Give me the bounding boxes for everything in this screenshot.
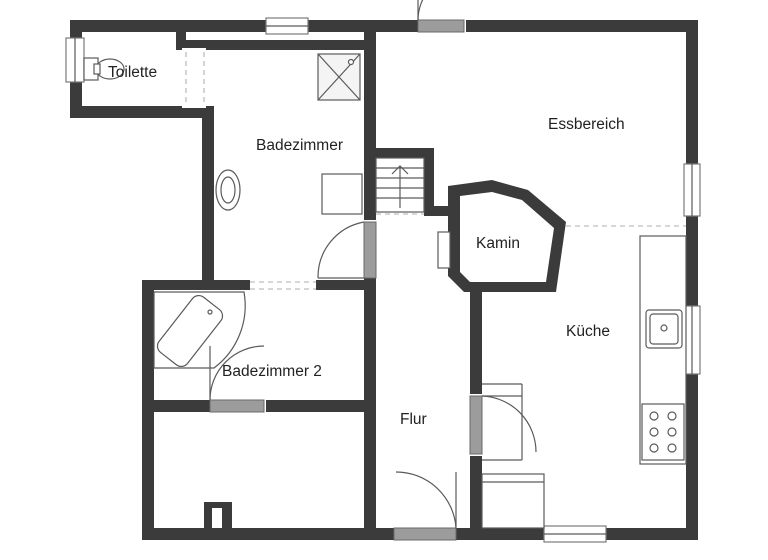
bath2-door bbox=[209, 399, 265, 413]
bath-inner-top bbox=[176, 40, 364, 50]
flur-door bbox=[393, 527, 457, 541]
stair-wall-right bbox=[424, 148, 434, 216]
entry-door bbox=[417, 19, 465, 33]
doors bbox=[209, 0, 537, 541]
bath-door-swing bbox=[317, 221, 365, 279]
stove-icon bbox=[641, 403, 685, 461]
stairs-icon bbox=[375, 157, 425, 213]
kitchen-sink-icon bbox=[645, 309, 683, 349]
fireplace-icon bbox=[437, 231, 451, 269]
stair-wall-top bbox=[364, 148, 432, 158]
bath-door bbox=[363, 221, 377, 279]
outer-wall-top bbox=[70, 20, 698, 32]
fixtures bbox=[83, 53, 687, 529]
label-badezimmer-2: Badezimmer 2 bbox=[222, 363, 322, 380]
toilet-icon bbox=[83, 57, 125, 81]
flur-door-swing bbox=[395, 471, 457, 529]
kueche-door bbox=[469, 395, 483, 455]
toilette-wall-bottom bbox=[70, 106, 214, 118]
label-flur: Flur bbox=[400, 411, 427, 428]
label-kueche: Küche bbox=[566, 323, 610, 340]
label-badezimmer: Badezimmer bbox=[256, 137, 343, 154]
stair-wall-bottom bbox=[424, 206, 454, 216]
label-essbereich: Essbereich bbox=[548, 116, 625, 133]
walls bbox=[70, 20, 698, 540]
sink-icon bbox=[215, 169, 241, 211]
shower-icon bbox=[317, 53, 361, 101]
outer-wall-right bbox=[686, 20, 698, 540]
kamin-wall bbox=[448, 180, 566, 292]
chimney-stub-inner bbox=[212, 508, 222, 528]
room-labels: Toilette Badezimmer Essbereich Kamin Küc… bbox=[108, 64, 625, 428]
kueche-door-swing bbox=[481, 395, 537, 453]
label-kamin: Kamin bbox=[476, 235, 520, 252]
bath-wall-left bbox=[202, 106, 214, 288]
label-toilette: Toilette bbox=[108, 64, 157, 81]
entry-door-swing bbox=[417, 0, 424, 21]
bath-cabinet bbox=[321, 173, 363, 215]
central-wall bbox=[364, 20, 376, 540]
bath2-door-swing bbox=[209, 345, 265, 401]
bathtub-icon bbox=[153, 291, 246, 369]
storage-unit bbox=[481, 473, 545, 529]
